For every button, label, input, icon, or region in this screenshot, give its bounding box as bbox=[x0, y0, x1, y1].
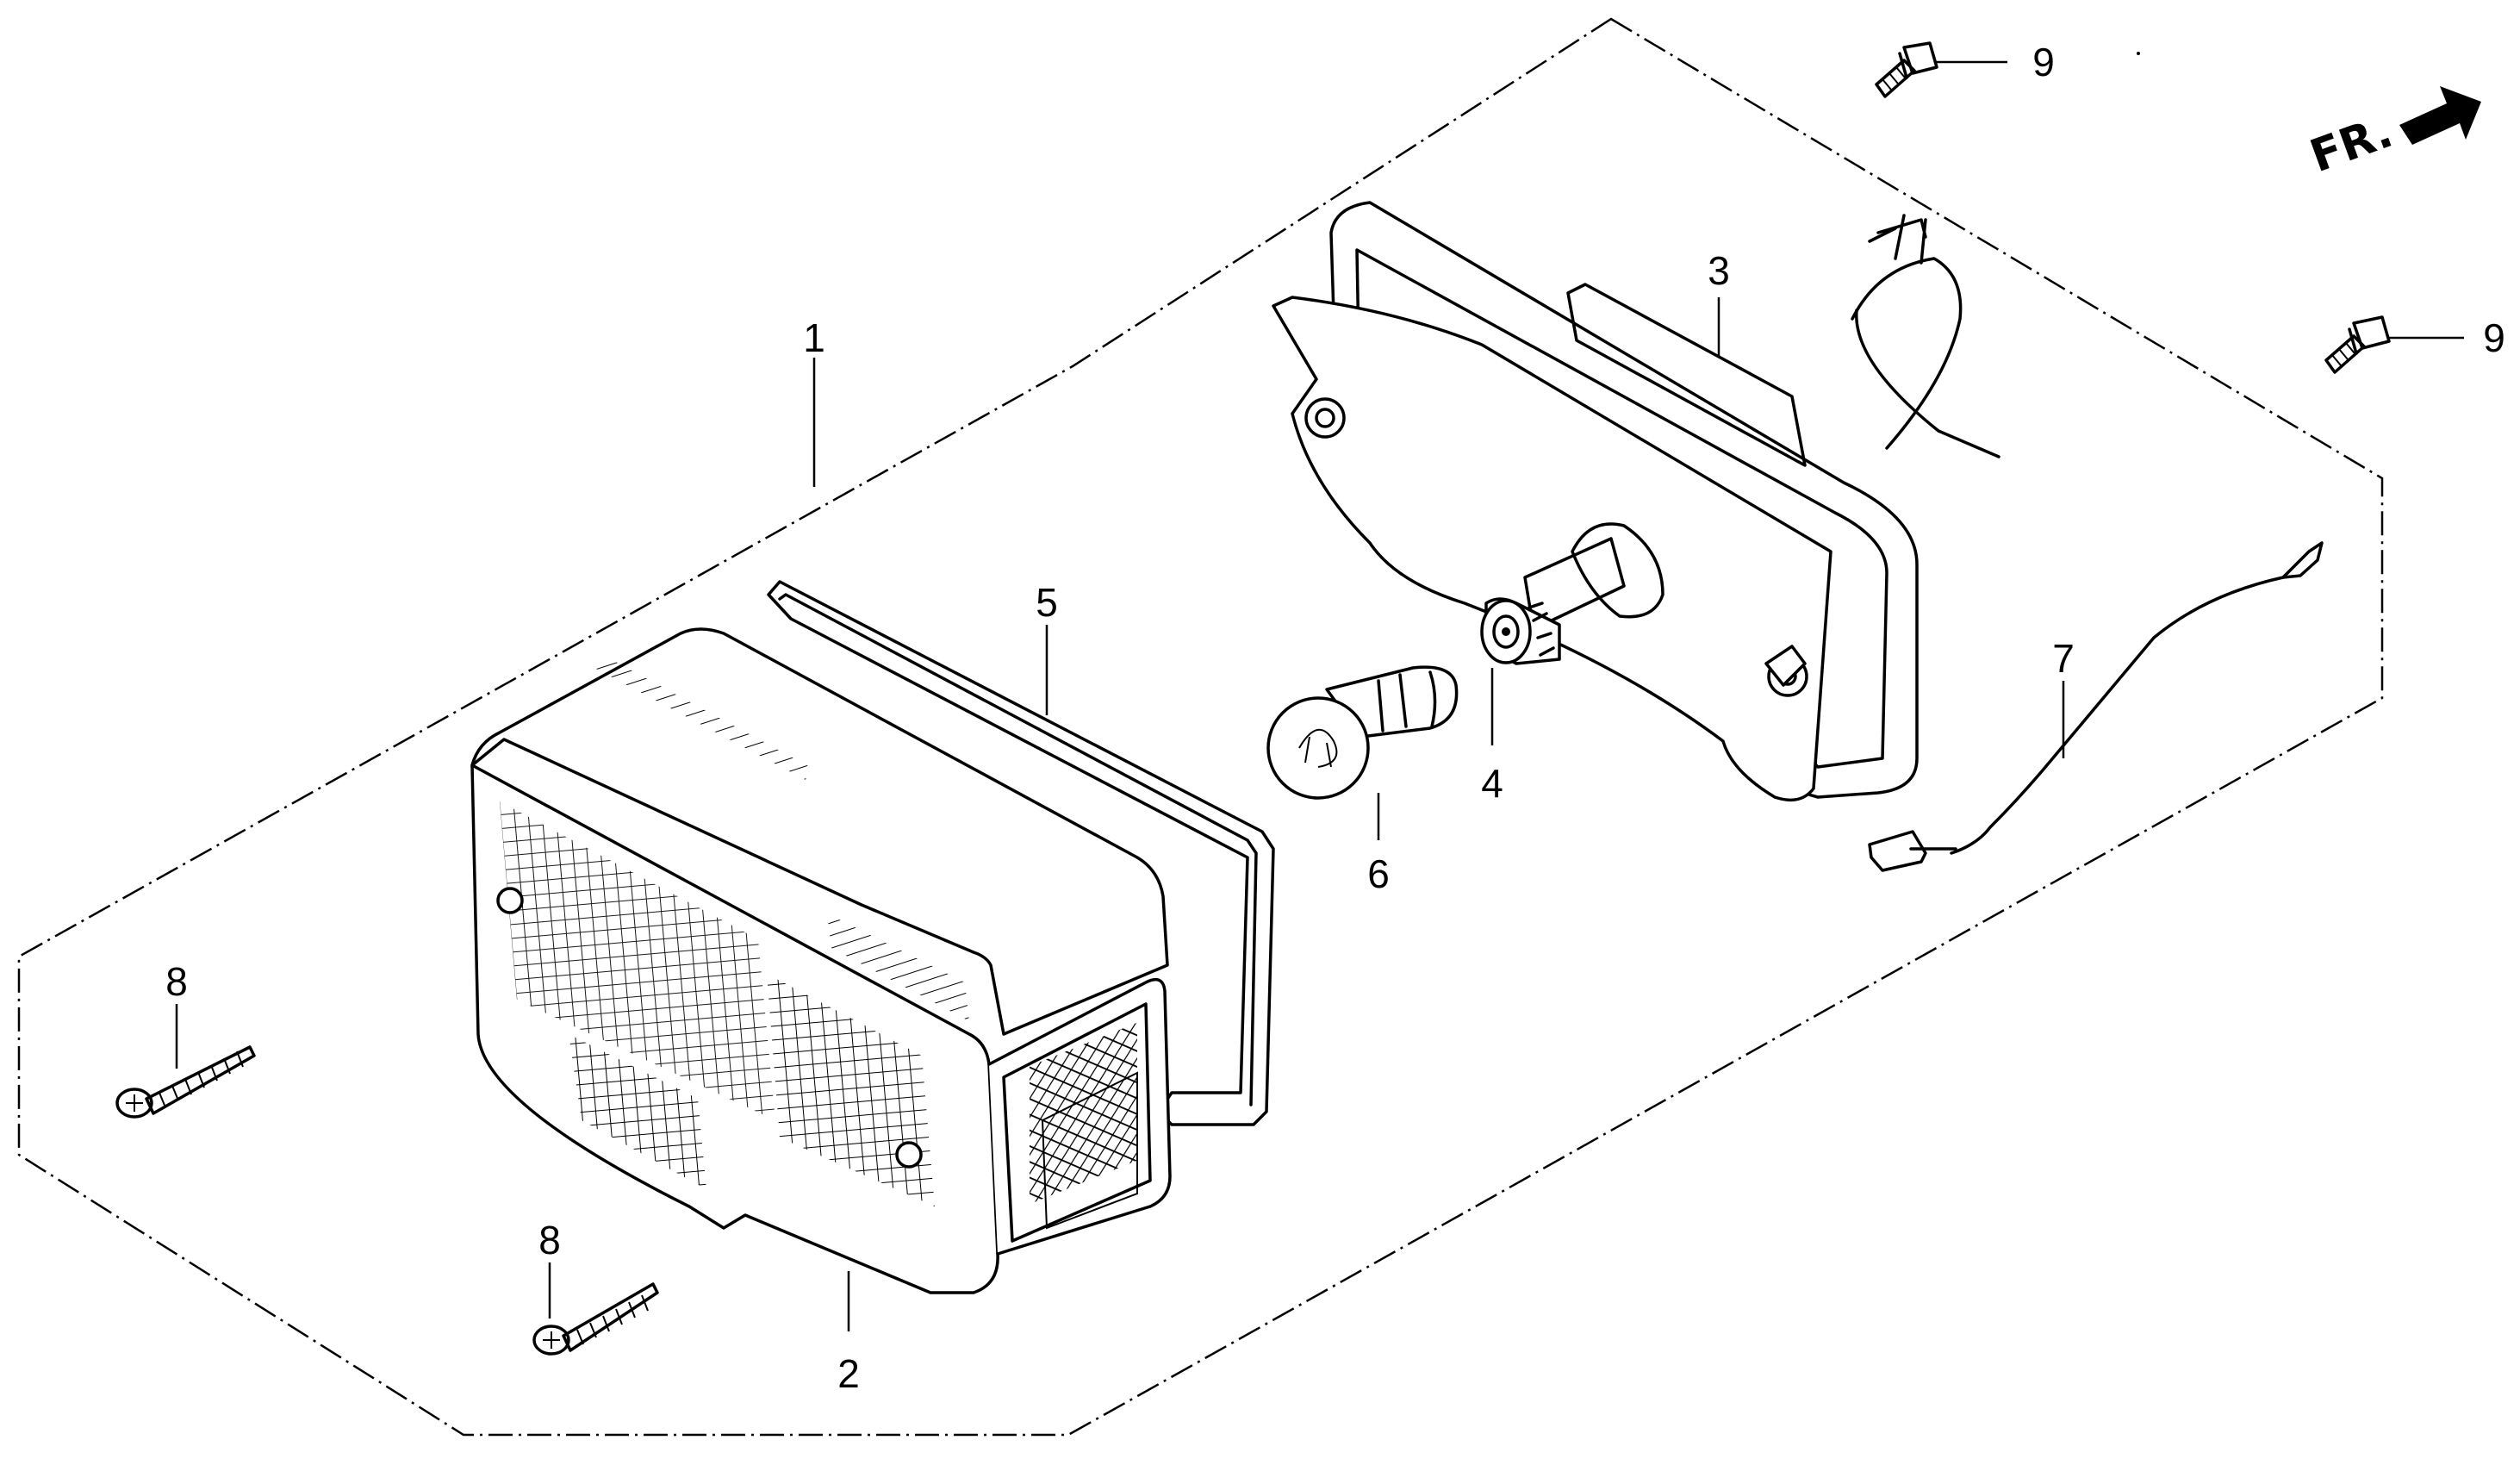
screw-icon bbox=[115, 1045, 256, 1119]
arrow-right-icon bbox=[2399, 86, 2481, 145]
bolt-icon bbox=[2324, 315, 2391, 374]
speck bbox=[2137, 52, 2140, 55]
lens bbox=[470, 627, 1172, 1294]
lamp-housing bbox=[1272, 201, 2000, 802]
callout-3: 3 bbox=[1708, 248, 1730, 293]
gasket bbox=[767, 580, 1275, 1126]
callout-1: 1 bbox=[803, 315, 825, 360]
callout-8: 8 bbox=[538, 1218, 561, 1262]
bolt-icon bbox=[1875, 41, 1938, 98]
leader-lines bbox=[175, 60, 2464, 1331]
screw-icon bbox=[532, 1282, 659, 1356]
assembly-boundary bbox=[17, 17, 2384, 1437]
front-label: FR. bbox=[2304, 106, 2399, 183]
callout-7: 7 bbox=[2052, 636, 2075, 681]
callout-9: 9 bbox=[2483, 315, 2505, 360]
callout-5: 5 bbox=[1036, 580, 1058, 625]
callout-8: 8 bbox=[165, 959, 188, 1004]
bulb bbox=[1266, 665, 1459, 800]
front-direction-indicator: FR. bbox=[2304, 86, 2481, 183]
callout-2: 2 bbox=[837, 1351, 860, 1396]
callout-6: 6 bbox=[1367, 851, 1390, 896]
wire-harness bbox=[1868, 541, 2324, 872]
callout-9: 9 bbox=[2032, 40, 2055, 84]
callout-4: 4 bbox=[1481, 761, 1503, 806]
callouts: 1 2 3 4 5 6 7 8 8 9 9 bbox=[165, 40, 2505, 1396]
socket bbox=[1480, 597, 1561, 665]
